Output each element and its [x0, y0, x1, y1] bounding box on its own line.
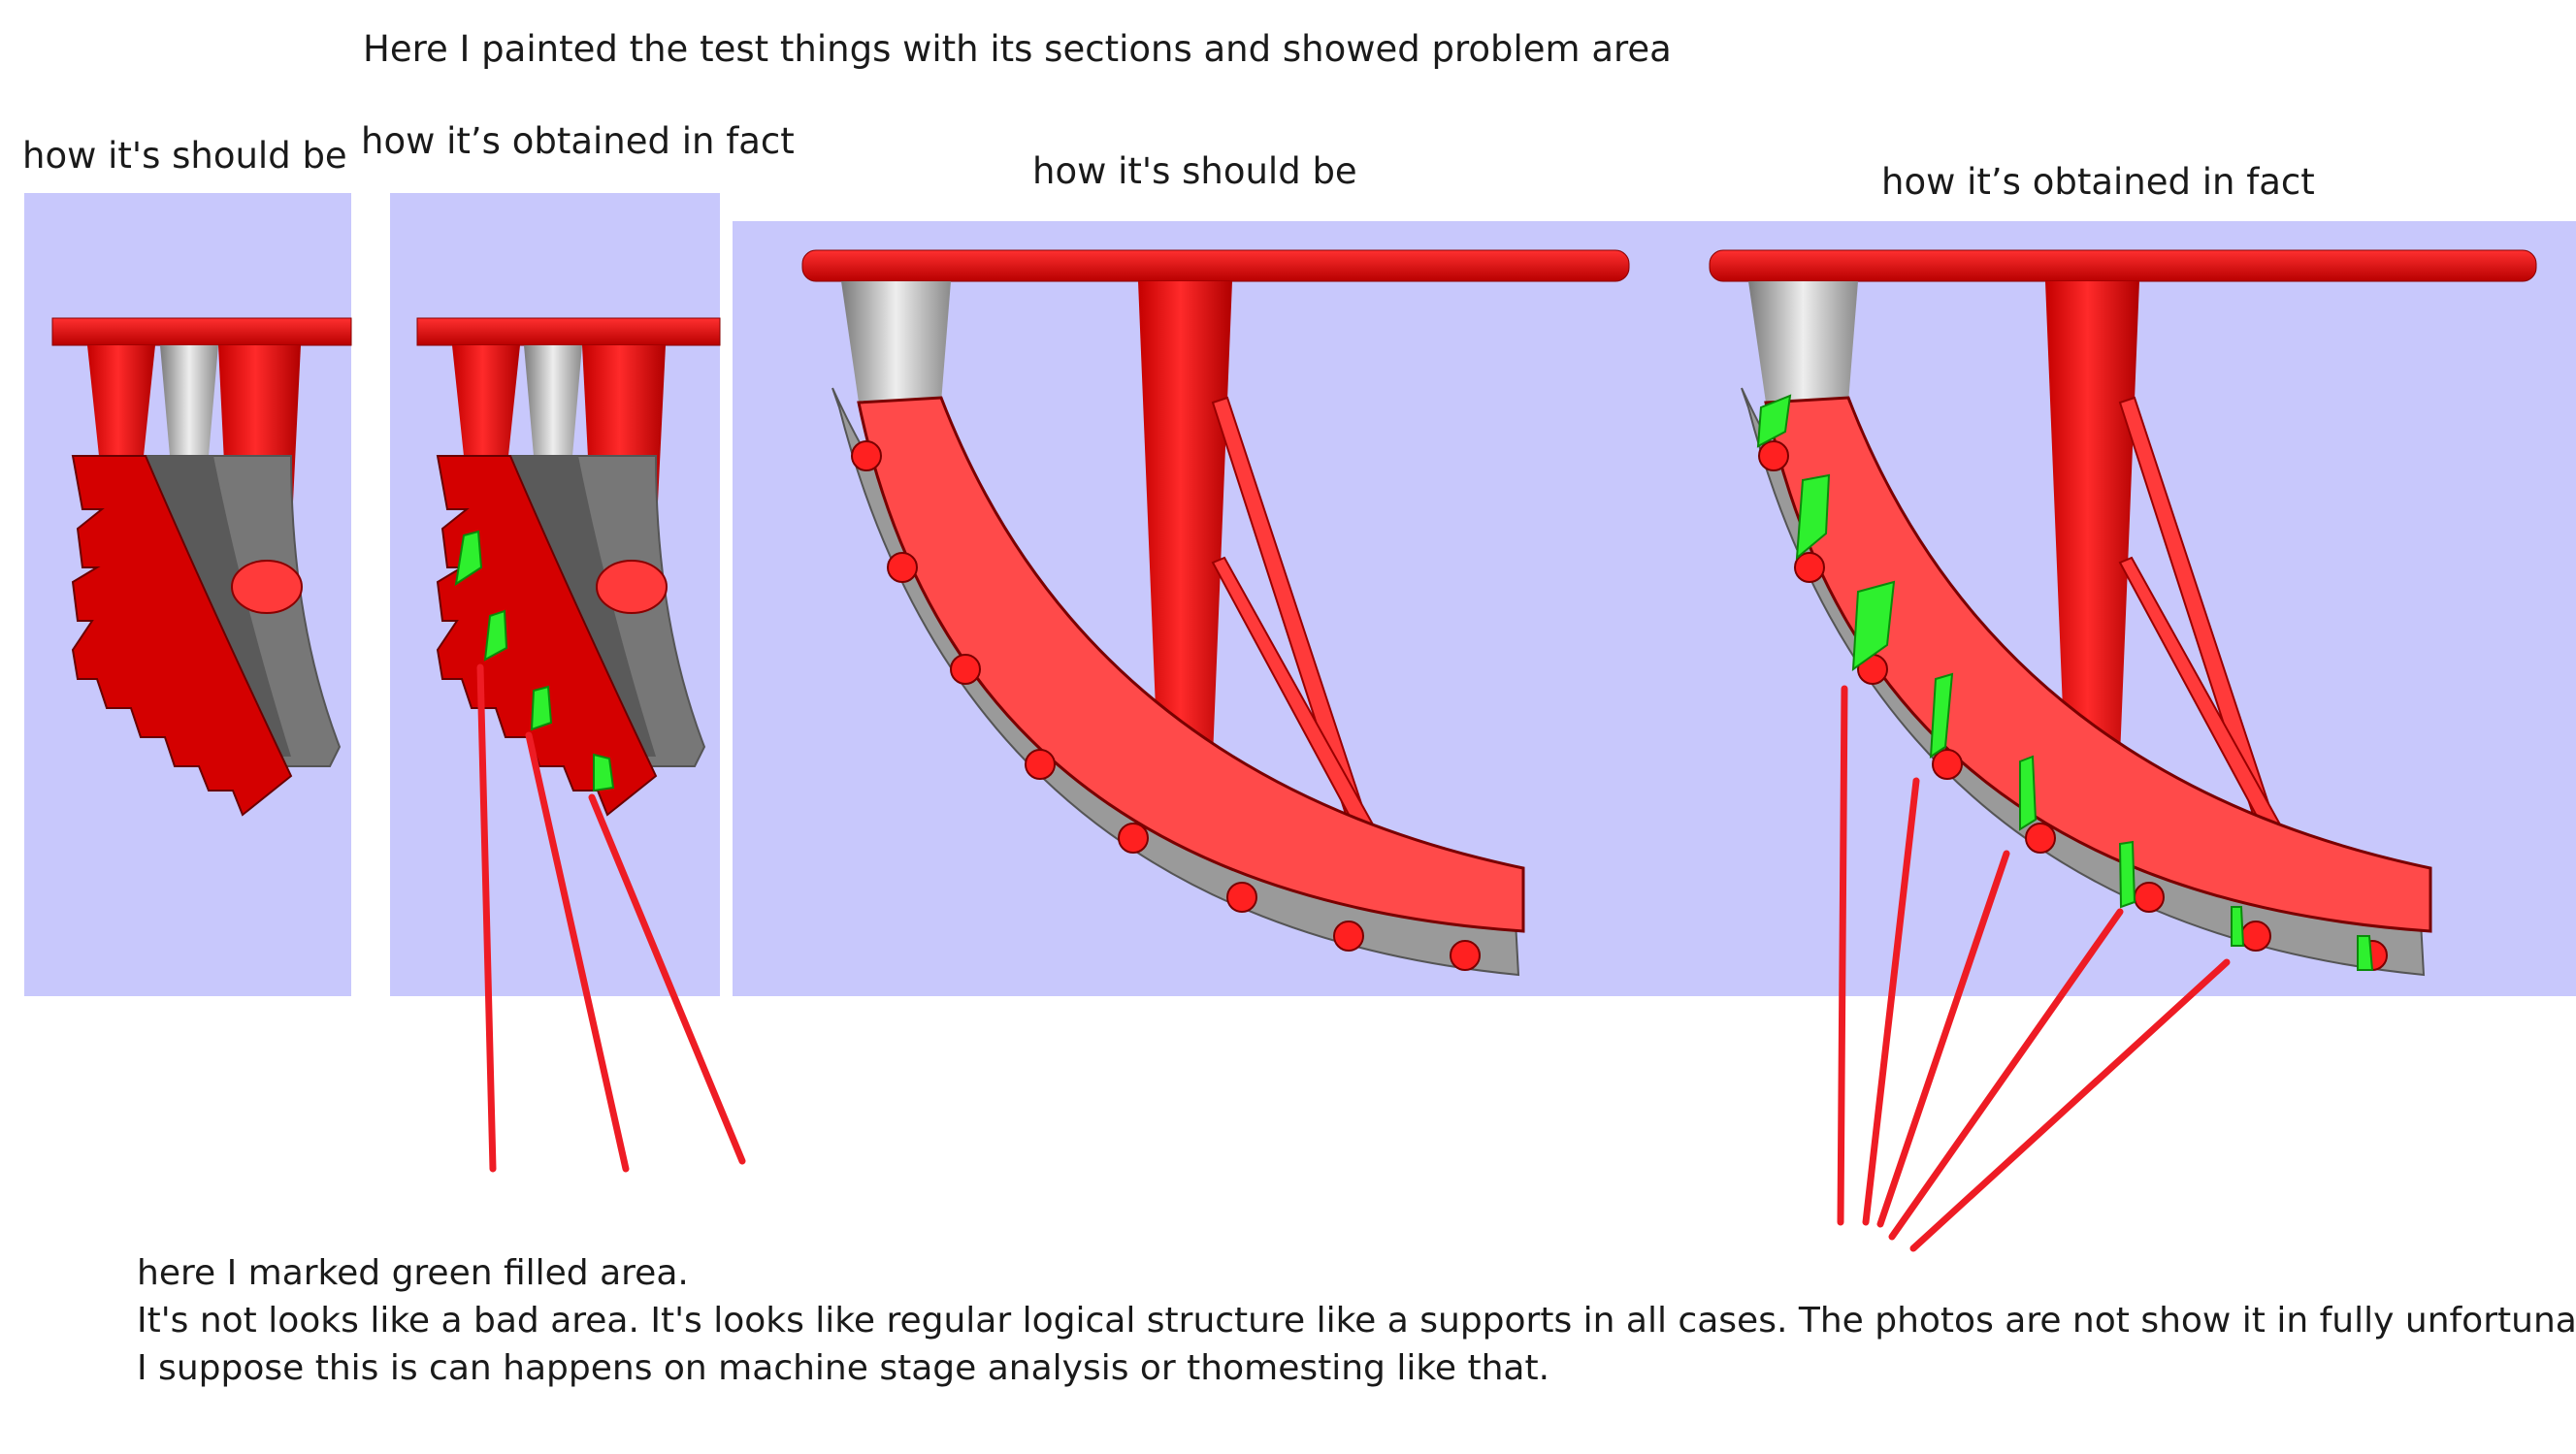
note-line-1: here I marked green filled area.: [137, 1253, 689, 1293]
caption-expected-large: how it's should be: [1032, 150, 1357, 192]
small-model-actual: [416, 317, 721, 817]
problem-marker-lines: [476, 663, 2231, 1252]
small-model-expected: [51, 317, 352, 817]
caption-actual-small: how it’s obtained in fact: [361, 120, 795, 162]
large-model-expected: [801, 249, 1630, 977]
explanation-notes: here I marked green filled area. It's no…: [137, 1249, 2576, 1392]
note-line-2: It's not looks like a bad area. It's loo…: [137, 1301, 2576, 1341]
caption-expected-small: how it's should be: [22, 135, 347, 177]
large-model-actual: [1709, 249, 2537, 977]
note-line-3: I suppose this is can happens on machine…: [137, 1348, 1550, 1388]
caption-actual-large: how it’s obtained in fact: [1881, 161, 2315, 203]
page-title: Here I painted the test things with its …: [363, 28, 1672, 70]
